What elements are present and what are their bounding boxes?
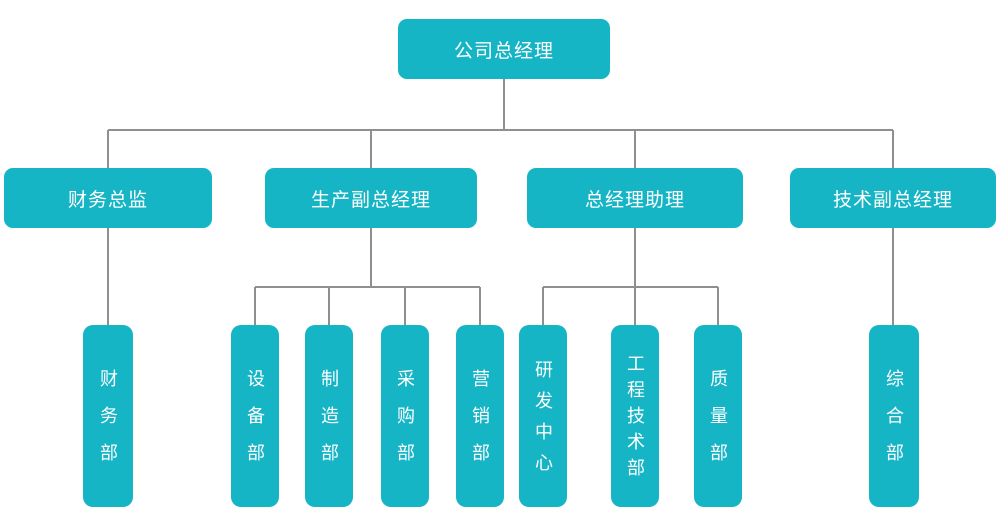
node-quality-dept: 质量部 bbox=[694, 325, 742, 507]
node-finance-dept: 财务部 bbox=[83, 325, 133, 507]
node-label: 设备部 bbox=[245, 369, 265, 480]
node-manufacturing-dept: 制造部 bbox=[305, 325, 353, 507]
node-gm-assistant: 总经理助理 bbox=[527, 168, 743, 228]
node-production-vp: 生产副总经理 bbox=[265, 168, 477, 228]
node-label: 工程技术部 bbox=[625, 354, 645, 484]
node-label: 制造部 bbox=[319, 369, 339, 480]
node-label: 采购部 bbox=[395, 369, 415, 480]
node-purchasing-dept: 采购部 bbox=[381, 325, 429, 507]
node-finance-director: 财务总监 bbox=[4, 168, 212, 228]
node-tech-vp: 技术副总经理 bbox=[790, 168, 996, 228]
node-label: 财务部 bbox=[98, 369, 118, 480]
node-rd-center: 研发中心 bbox=[519, 325, 567, 507]
node-label: 营销部 bbox=[470, 369, 490, 480]
node-equipment-dept: 设备部 bbox=[231, 325, 279, 507]
node-company-gm: 公司总经理 bbox=[398, 19, 610, 79]
node-engineering-tech-dept: 工程技术部 bbox=[611, 325, 659, 507]
node-label: 综合部 bbox=[884, 369, 904, 480]
node-label: 研发中心 bbox=[533, 359, 553, 484]
node-label: 质量部 bbox=[708, 369, 728, 480]
node-marketing-dept: 营销部 bbox=[456, 325, 504, 507]
node-general-dept: 综合部 bbox=[869, 325, 919, 507]
